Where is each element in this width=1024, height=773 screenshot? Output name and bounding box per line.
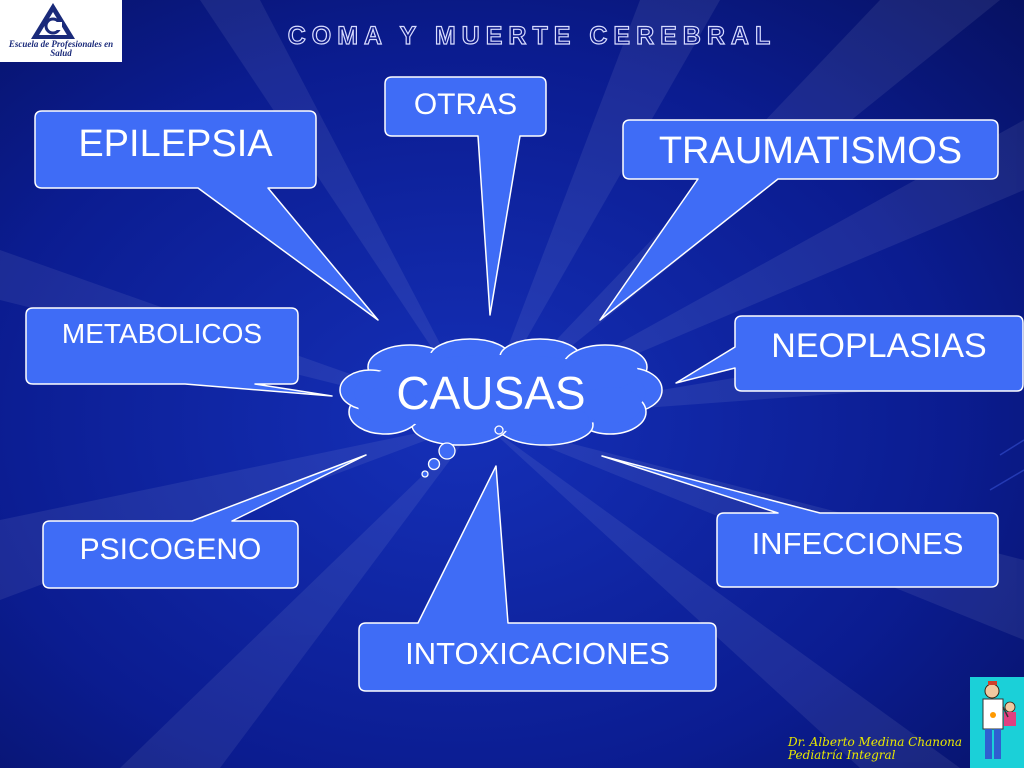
callout-neoplasias [675,315,1024,392]
label-metabolicos: METABOLICOS [61,318,263,349]
callout-intoxicaciones [358,465,717,692]
label-infecciones: INFECCIONES [751,526,964,561]
author-credit: Dr. Alberto Medina Chanona Pediatría Int… [788,736,962,762]
label-otras: OTRAS [413,88,518,121]
callout-psicogeno [42,454,367,589]
callout-epilepsia [34,110,379,321]
label-causas: CAUSAS [396,367,586,419]
thought-bubbles [421,425,504,478]
author-subtitle: Pediatría Integral [788,748,896,762]
label-neoplasias: NEOPLASIAS [771,327,987,365]
callout-otras [384,76,547,316]
author-name: Dr. Alberto Medina Chanona [788,735,963,749]
label-intoxicaciones: INTOXICACIONES [405,636,670,671]
school-logo: Escuela de Profesionales en Salud [0,0,122,62]
callout-metabolicos [25,307,333,397]
label-psicogeno: PSICOGENO [79,533,262,566]
slide-title: COMA Y MUERTE CEREBRAL [287,21,777,50]
logo-emblem-icon [31,3,75,39]
doctor-illustration-icon [970,677,1024,768]
callout-infecciones [601,455,999,588]
logo-text: Escuela de Profesionales en Salud [8,39,114,58]
label-traumatismos: TRAUMATISMOS [658,130,963,172]
callout-traumatismos [599,119,999,321]
label-epilepsia: EPILEPSIA [78,123,273,165]
